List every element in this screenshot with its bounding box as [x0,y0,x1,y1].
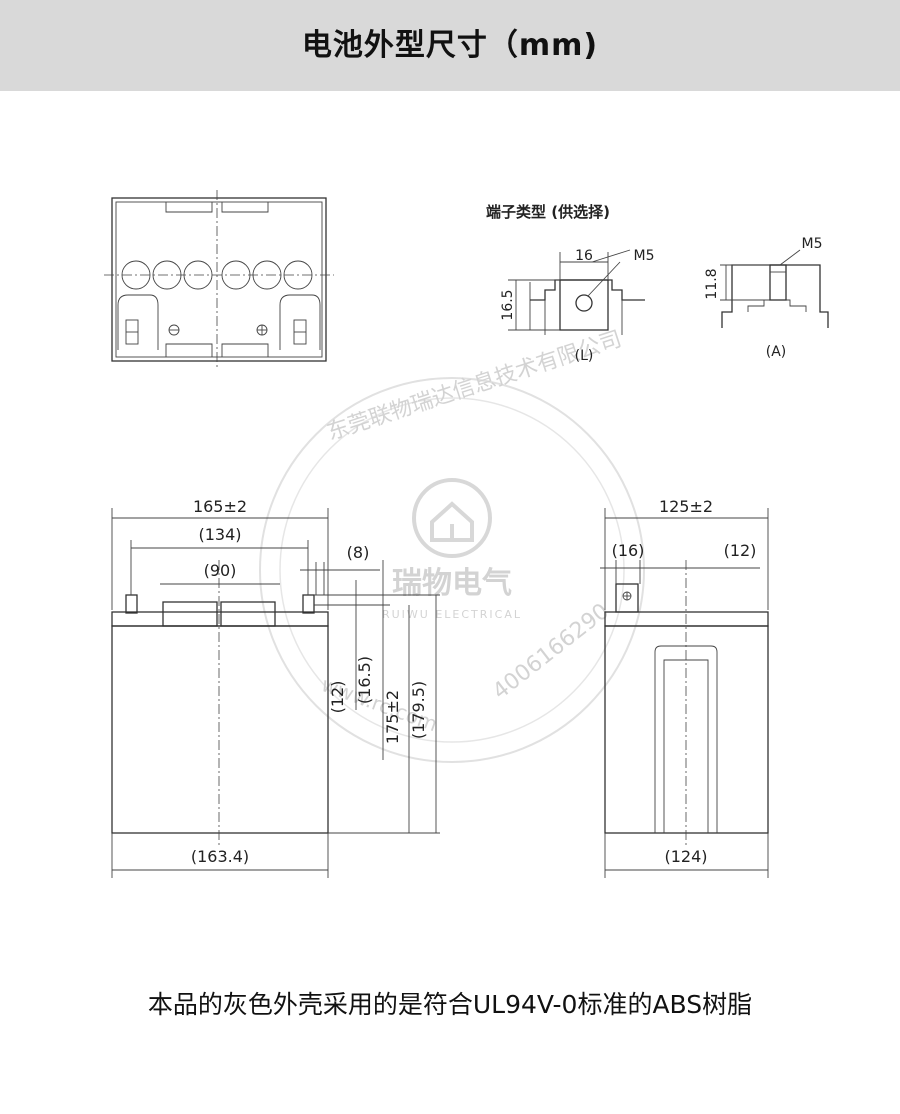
top-view [104,190,334,368]
terminal-l-width: 16 [575,248,593,264]
terminal-l-bolt: M5 [634,248,655,264]
terminal-a-height: 11.8 [704,268,720,299]
terminal-type-a: M5 11.8 (A) [704,236,829,360]
front-terminal-span: (134) [198,525,241,544]
front-terminal-width: (8) [347,543,370,562]
front-body-height: 175±2 [383,690,402,744]
header-bar [0,0,900,91]
material-note: 本品的灰色外壳采用的是符合UL94V-0标准的ABS树脂 [147,990,753,1019]
side-view: 125±2 (16) (12) (124) [600,497,769,878]
front-inner-span: (90) [204,561,237,580]
terminal-types-title: 端子类型 (供选择) [486,203,610,221]
terminal-a-caption: (A) [766,344,787,360]
terminal-l-caption: (L) [575,348,594,364]
terminal-a-bolt: M5 [802,236,823,252]
terminal-type-l: 16 M5 16.5 (L) [500,248,655,364]
watermark-brand: 瑞物电气 [392,566,512,601]
side-bottom-width: (124) [664,847,707,866]
watermark-logo-icon [412,478,492,558]
front-height-12: (12) [328,681,347,714]
front-overall-width: 165±2 [193,497,247,516]
page-title: 电池外型尺寸（mm) [301,28,599,63]
side-terminal-offset-right: (12) [724,541,757,560]
front-view: 165±2 (134) (90) (8) (12) (16.5) 175±2 (… [111,497,440,878]
watermark: 瑞物电气 RUIWU ELECTRICAL 东莞联物瑞达信息技术有限公司 400… [259,327,645,763]
watermark-brand-en: RUIWU ELECTRICAL [382,608,522,621]
side-terminal-offset: (16) [612,541,645,560]
front-height-16-5: (16.5) [355,656,374,704]
side-overall-width: 125±2 [659,497,713,516]
front-total-height: (179.5) [409,681,428,739]
terminal-l-height: 16.5 [500,289,516,320]
front-bottom-width: (163.4) [191,847,249,866]
